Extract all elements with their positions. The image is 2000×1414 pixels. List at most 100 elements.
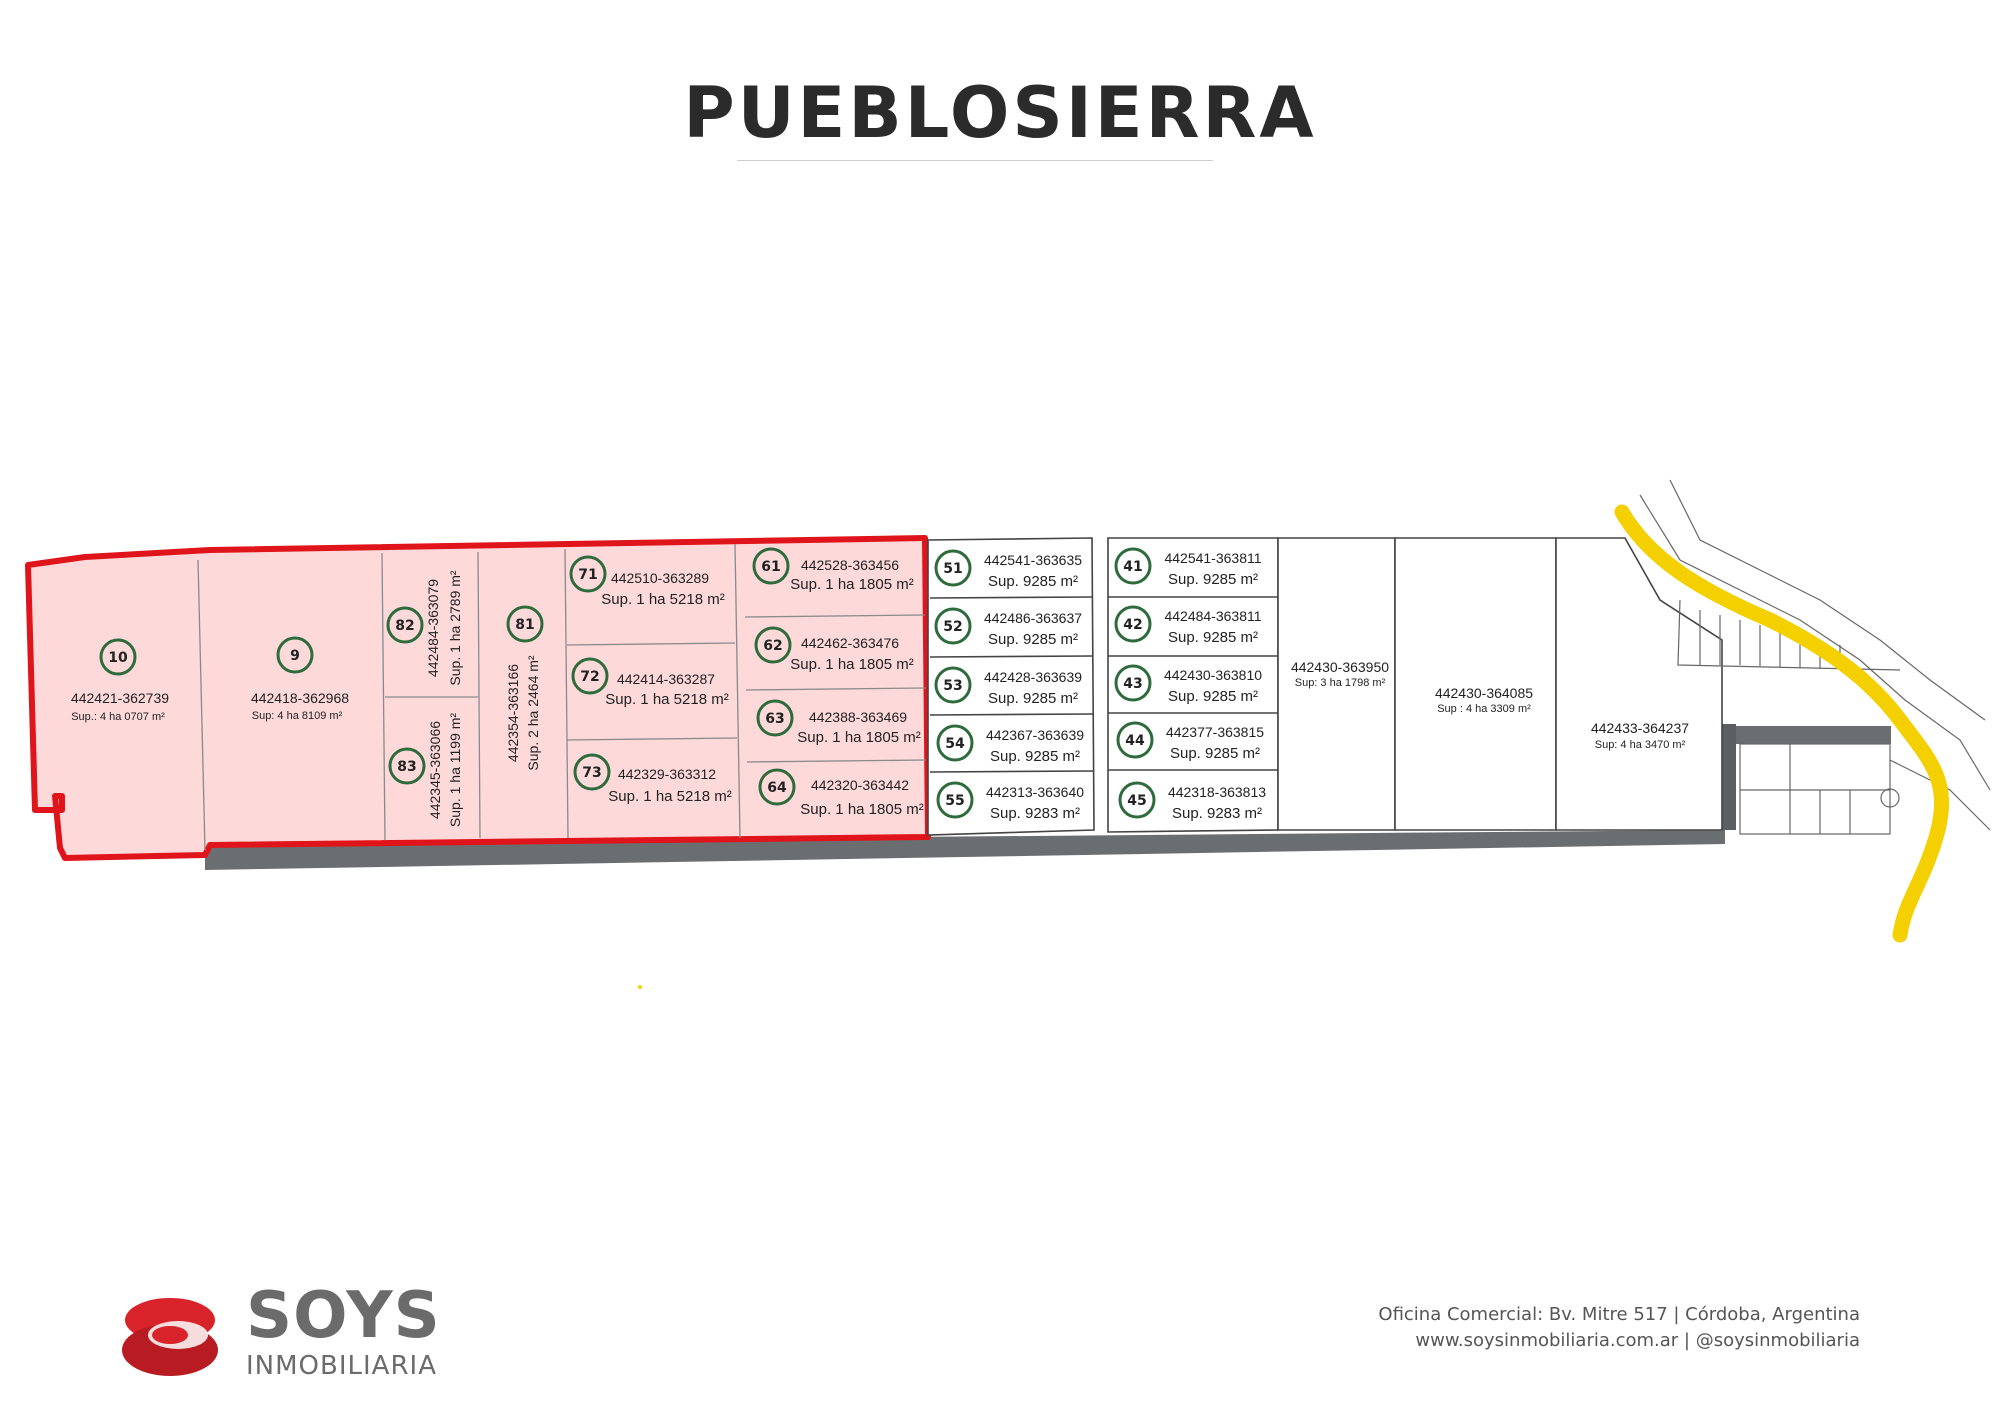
road-dark-top <box>1736 726 1891 744</box>
lot-area: Sup: 4 ha 3470 m² <box>1595 739 1686 751</box>
lot-number: 63 <box>765 711 784 727</box>
river-dot <box>638 985 642 989</box>
lot-number: 52 <box>943 619 962 635</box>
lot-code: 442430-364085 <box>1435 685 1533 701</box>
river-line <box>1614 504 1949 943</box>
lot-area: Sup: 4 ha 8109 m² <box>252 710 343 722</box>
lot-number-circle <box>758 768 796 806</box>
lot-number: 72 <box>580 669 599 685</box>
lot-number: 53 <box>943 678 962 694</box>
lot-number: 81 <box>515 617 534 633</box>
lot-number-circle <box>936 781 974 819</box>
lot-number: 45 <box>1127 793 1146 809</box>
lot-number-circle <box>388 747 426 785</box>
office-address: Oficina Comercial: Bv. Mitre 517 | Córdo… <box>1378 1304 1860 1325</box>
lot-area: Sup. 1 ha 1805 m² <box>790 576 913 593</box>
brand-subtitle: INMOBILIARIA <box>246 1351 437 1381</box>
lot-area: Sup: 3 ha 1798 m² <box>1295 677 1386 689</box>
lot-code: 442430-363950 <box>1291 659 1389 675</box>
lot-code: 442430-363810 <box>1164 667 1262 683</box>
lot-area: Sup. 9285 m² <box>990 748 1080 765</box>
lot-code: 442414-363287 <box>617 671 715 687</box>
lot-number: 61 <box>761 559 780 575</box>
lot-number-circle <box>934 607 972 645</box>
lot-code: 442318-363813 <box>1168 784 1266 800</box>
lot-number-circle <box>754 626 792 664</box>
lot-number: 44 <box>1125 733 1145 749</box>
reserved-area <box>25 535 931 861</box>
lot-number: 83 <box>397 759 416 775</box>
lot-area: Sup. 9285 m² <box>988 690 1078 707</box>
lot-number: 64 <box>767 780 787 796</box>
lot-area: Sup. 9285 m² <box>1168 629 1258 646</box>
lot-number: 54 <box>945 736 965 752</box>
lot-number-circle <box>99 638 137 676</box>
lot-number-circle <box>936 724 974 762</box>
lot-code: 442367-363639 <box>986 727 1084 743</box>
lot-area: Sup. 2 ha 2464 m² <box>525 655 541 771</box>
lot-code: 442541-363811 <box>1164 550 1261 566</box>
available-parcels <box>927 537 1723 836</box>
lot-number-circle <box>276 636 314 674</box>
lot-number-circle <box>752 547 790 585</box>
lot-area: Sup. 1 ha 5218 m² <box>605 691 728 708</box>
lot-area: Sup. 9283 m² <box>1172 805 1262 822</box>
lot-number-circle <box>386 606 424 644</box>
lot-number: 10 <box>108 650 128 666</box>
lot-code: 442418-362968 <box>251 690 349 706</box>
lot-area: Sup. 9285 m² <box>988 573 1078 590</box>
lot-number: 73 <box>582 765 601 781</box>
lot-number-circle <box>1114 547 1152 585</box>
lot-code: 442528-363456 <box>801 557 899 573</box>
lot-code: 442320-363442 <box>811 777 909 793</box>
lot-number: 9 <box>290 648 300 664</box>
lot-area: Sup. 1 ha 1805 m² <box>800 801 923 818</box>
lot-area: Sup. 1 ha 1805 m² <box>797 729 920 746</box>
lot-number-circle <box>571 657 609 695</box>
lot-number-circle <box>934 549 972 587</box>
brand-name: SOYS <box>246 1279 441 1353</box>
neighborhood-sketch <box>1639 479 1991 835</box>
brand-logo: SOYS INMOBILIARIA <box>118 1275 441 1395</box>
title-divider <box>737 160 1213 161</box>
lot-number: 41 <box>1123 559 1142 575</box>
lot-code: 442313-363640 <box>986 784 1084 800</box>
lot-area: Sup. 1 ha 1199 m² <box>447 713 463 827</box>
lot-number-circle <box>573 753 611 791</box>
lot-number: 62 <box>763 638 782 654</box>
reserved-parcel-lines <box>197 543 927 851</box>
lot-code: 442428-363639 <box>984 669 1082 685</box>
lot-number-circle <box>1114 605 1152 643</box>
lot-number-circle <box>569 555 607 593</box>
lot-number-circle <box>1118 781 1156 819</box>
lot-code: 442484-363079 <box>425 579 441 677</box>
lot-code: 442421-362739 <box>71 690 169 706</box>
lot-code: 442345-363066 <box>427 721 443 819</box>
lot-area: Sup. 1 ha 5218 m² <box>601 591 724 608</box>
lot-area: Sup. 9285 m² <box>1168 571 1258 588</box>
lot-code: 442354-363166 <box>505 664 521 762</box>
lot-number: 51 <box>943 561 962 577</box>
lot-number-circle <box>1116 721 1154 759</box>
lot-area: Sup. 1 ha 5218 m² <box>608 788 731 805</box>
lot-area: Sup. 9285 m² <box>1170 745 1260 762</box>
lot-number-circle <box>1114 664 1152 702</box>
lot-code: 442510-363289 <box>611 570 709 586</box>
lot-area: Sup. 9285 m² <box>988 631 1078 648</box>
lot-number-circle <box>506 605 544 643</box>
lot-code: 442462-363476 <box>801 635 899 651</box>
road-dark-block <box>1722 724 1736 830</box>
lot-code: 442484-363811 <box>1164 608 1261 624</box>
lot-area: Sup. 9285 m² <box>1168 688 1258 705</box>
lot-code: 442433-364237 <box>1591 720 1689 736</box>
lot-code: 442329-363312 <box>618 766 716 782</box>
lot-area: Sup. 1 ha 2789 m² <box>447 570 463 686</box>
lot-code: 442486-363637 <box>984 610 1082 626</box>
lot-number: 42 <box>1123 617 1142 633</box>
contact-info: Oficina Comercial: Bv. Mitre 517 | Córdo… <box>1378 1302 1860 1354</box>
lot-area: Sup : 4 ha 3309 m² <box>1437 703 1531 715</box>
lot-number: 71 <box>578 567 597 583</box>
lot-code: 442377-363815 <box>1166 724 1264 740</box>
web-social: www.soysinmobiliaria.com.ar | @soysinmob… <box>1415 1330 1860 1351</box>
